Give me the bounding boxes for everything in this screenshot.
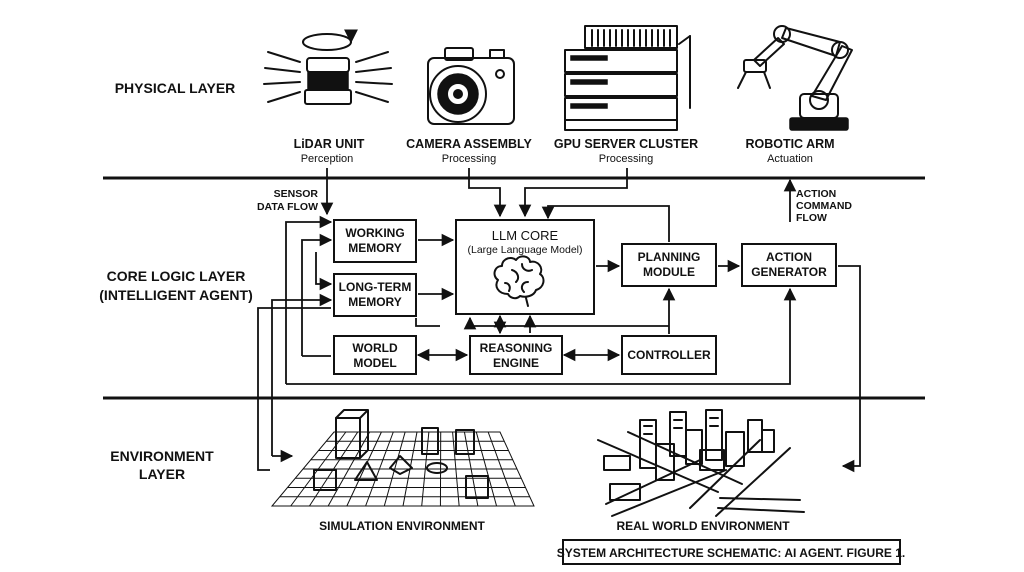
environment-layer-label-line1: ENVIRONMENT bbox=[110, 448, 214, 464]
core-layer-label-line1: CORE LOGIC LAYER bbox=[107, 268, 246, 284]
memory-feedback-line bbox=[415, 318, 440, 327]
action-generator-label-line2: GENERATOR bbox=[751, 265, 827, 279]
reasoning-engine-label-line2: ENGINE bbox=[493, 356, 539, 370]
world-model-to-working-memory-line bbox=[301, 233, 333, 356]
simulation-grid-icon bbox=[270, 409, 535, 507]
arm-subtitle: Actuation bbox=[767, 153, 813, 165]
planning-to-llm-arrow bbox=[541, 205, 670, 242]
controller-to-llm-arrow bbox=[463, 316, 669, 330]
world-model-box bbox=[333, 335, 417, 375]
lidar-title: LiDAR UNIT bbox=[294, 137, 365, 151]
loop-to-action-generator-line bbox=[286, 287, 797, 385]
core-layer-label-line2: (INTELLIGENT AGENT) bbox=[99, 287, 252, 303]
figure-caption: SYSTEM ARCHITECTURE SCHEMATIC: AI AGENT.… bbox=[557, 546, 905, 560]
action-generator-label-line1: ACTION bbox=[766, 250, 812, 264]
camera-subtitle: Processing bbox=[442, 153, 496, 165]
memory-to-simulation-line bbox=[271, 293, 333, 456]
camera-title: CAMERA ASSEMBLY bbox=[406, 137, 532, 151]
long-term-memory-label-line2: MEMORY bbox=[348, 295, 402, 309]
gpu-to-llm-arrow bbox=[518, 168, 628, 218]
working-memory-label-line2: MEMORY bbox=[348, 241, 402, 255]
world-model-label-line1: WORLD bbox=[352, 341, 398, 355]
gpu-subtitle: Processing bbox=[599, 153, 653, 165]
reasoning-engine-box bbox=[469, 335, 563, 375]
camera-to-llm-arrow bbox=[468, 168, 507, 218]
caption-box bbox=[562, 539, 901, 565]
world-model-label-line2: MODEL bbox=[353, 356, 396, 370]
working-memory-box bbox=[333, 219, 417, 263]
brain-icon bbox=[493, 255, 545, 307]
llm-core-subtitle: (Large Language Model) bbox=[468, 244, 583, 256]
controller-box bbox=[621, 335, 717, 375]
action-flow-label-line2: COMMAND bbox=[796, 200, 852, 212]
lidar-icon bbox=[263, 29, 393, 105]
camera-icon bbox=[427, 47, 515, 125]
llm-core-title: LLM CORE bbox=[492, 228, 559, 243]
simulation-environment-label: SIMULATION ENVIRONMENT bbox=[319, 519, 485, 533]
action-generator-box bbox=[741, 243, 837, 287]
environment-to-memory-line bbox=[285, 215, 333, 384]
action-flow-label-line3: FLOW bbox=[796, 212, 827, 224]
action-flow-label-line1: ACTION bbox=[796, 188, 836, 200]
long-term-memory-box bbox=[333, 273, 417, 317]
physical-layer-label: PHYSICAL LAYER bbox=[115, 80, 236, 96]
gpu-title: GPU SERVER CLUSTER bbox=[554, 137, 698, 151]
action-to-real-world-arrow bbox=[838, 265, 861, 473]
real-world-environment-label: REAL WORLD ENVIRONMENT bbox=[616, 519, 790, 533]
robotic-arm-icon bbox=[737, 25, 853, 131]
simulation-feedback-line bbox=[257, 307, 331, 471]
working-memory-label-line1: WORKING bbox=[345, 226, 404, 240]
arm-title: ROBOTIC ARM bbox=[745, 137, 834, 151]
memory-link-line bbox=[315, 252, 333, 291]
reasoning-engine-label-line1: REASONING bbox=[480, 341, 553, 355]
server-rack-icon bbox=[564, 25, 691, 131]
sensor-flow-label-line2: DATA FLOW bbox=[257, 201, 318, 213]
long-term-memory-label-line1: LONG-TERM bbox=[339, 280, 412, 294]
planning-module-box bbox=[621, 243, 717, 287]
controller-label: CONTROLLER bbox=[627, 348, 711, 362]
sensor-flow-label-line1: SENSOR bbox=[274, 188, 319, 200]
llm-core-box bbox=[455, 219, 595, 315]
environment-layer-label-line2: LAYER bbox=[139, 466, 185, 482]
lidar-subtitle: Perception bbox=[301, 153, 354, 165]
planning-module-label-line2: MODULE bbox=[643, 265, 695, 279]
city-icon bbox=[597, 409, 805, 517]
planning-module-label-line1: PLANNING bbox=[638, 250, 701, 264]
